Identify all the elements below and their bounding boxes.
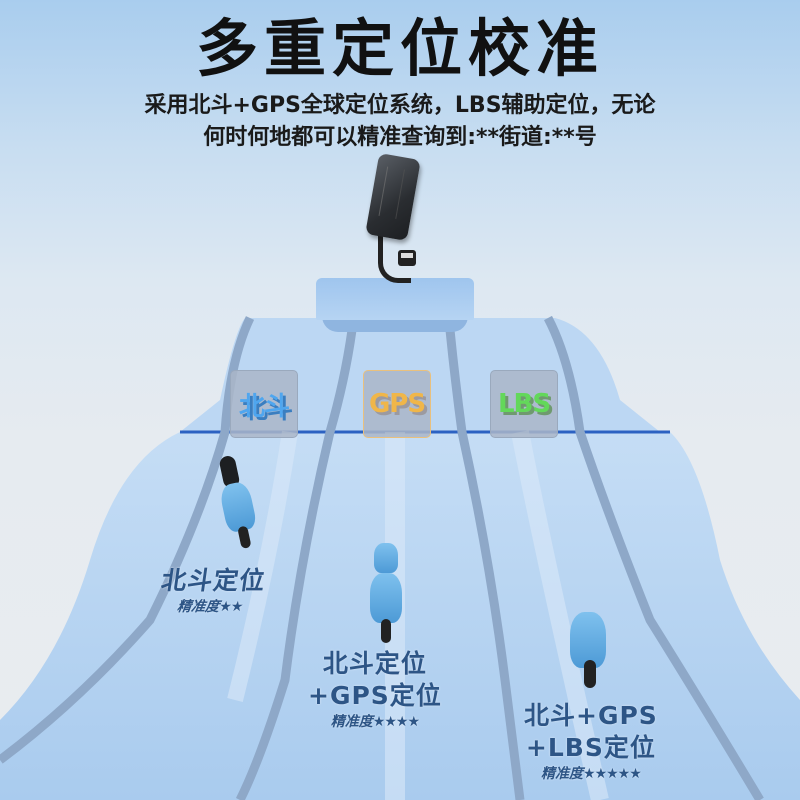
precision-label: 精准度 xyxy=(330,714,373,730)
lane-label-beidou-gps: 北斗定位 +GPS定位 精准度★★★★ xyxy=(308,648,442,732)
lane-title: 北斗定位 xyxy=(159,566,268,595)
star-icons: ★★★★★ xyxy=(583,766,642,782)
star-icons: ★★ xyxy=(218,599,244,615)
lane-title-line-1: 北斗+GPS xyxy=(524,701,658,730)
star-icons: ★★★★ xyxy=(372,714,420,730)
scooter-icon-lane-3 xyxy=(560,600,616,690)
lane-label-beidou: 北斗定位 精准度★★ xyxy=(156,565,267,617)
precision-rating: 精准度★★★★★ xyxy=(524,764,658,784)
lane-label-beidou-gps-lbs: 北斗+GPS +LBS定位 精准度★★★★★ xyxy=(524,700,658,784)
badge-lbs: LBS xyxy=(490,370,558,438)
precision-label: 精准度 xyxy=(176,599,221,615)
subtitle-line-1: 采用北斗+GPS全球定位系统，LBS辅助定位，无论 xyxy=(144,93,656,118)
page-title: 多重定位校准 xyxy=(195,12,604,85)
precision-rating: 精准度★★ xyxy=(156,597,263,617)
precision-label: 精准度 xyxy=(541,766,584,782)
pedestal-base xyxy=(322,316,468,332)
precision-rating: 精准度★★★★ xyxy=(308,712,442,732)
lane-title-line-2: +GPS定位 xyxy=(308,681,442,710)
pedestal xyxy=(316,278,474,320)
lane-title-line-2: +LBS定位 xyxy=(525,733,656,762)
badge-beidou: 北斗 xyxy=(230,370,298,438)
lane-title-line-1: 北斗定位 xyxy=(322,649,427,678)
connector-plug-icon xyxy=(398,250,416,266)
device-cable xyxy=(378,236,411,283)
badge-gps: GPS xyxy=(363,370,431,438)
scooter-icon-lane-2 xyxy=(362,543,410,643)
subtitle-line-2: 何时何地都可以精准查询到:**街道:**号 xyxy=(203,125,597,150)
